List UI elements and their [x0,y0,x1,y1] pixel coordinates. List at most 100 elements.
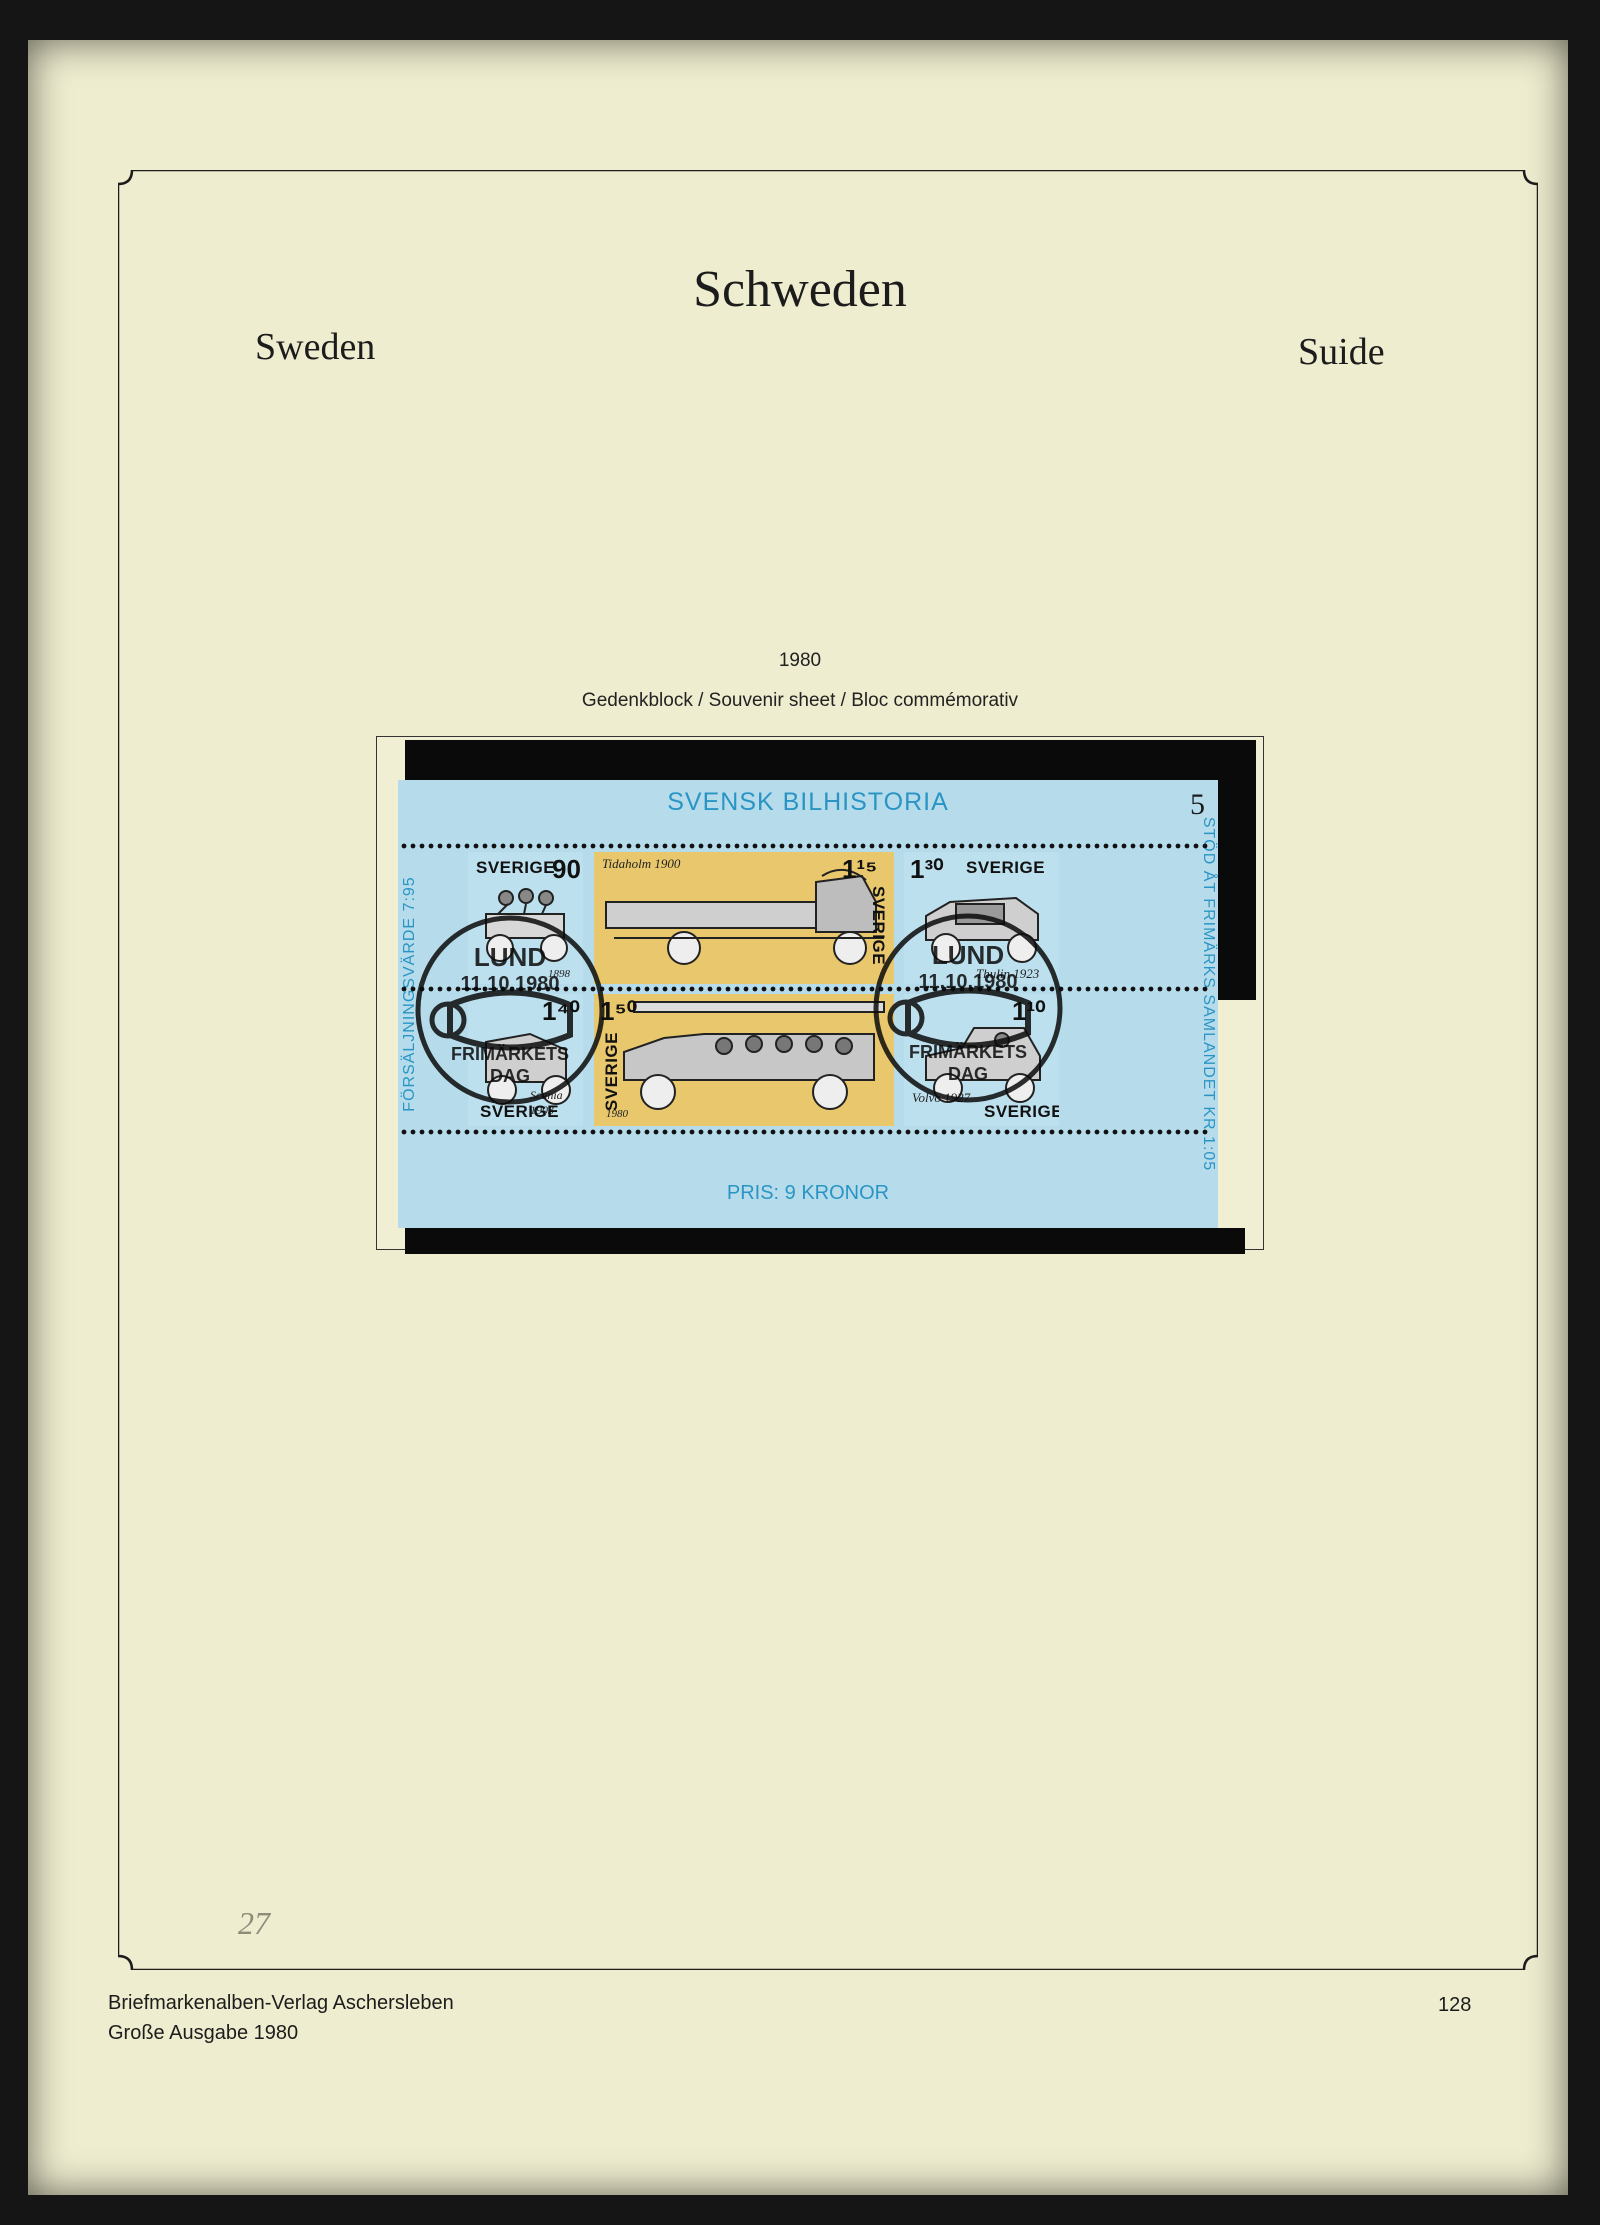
postmark-line1: FRIMÄRKETS [451,1044,569,1064]
perforation-dot [554,843,560,849]
perforation-dot [572,843,578,849]
perforation-dot [653,986,659,992]
perforation-dot [887,843,893,849]
perforation-dot [1121,843,1127,849]
perforation-dot [797,843,803,849]
perforation-dot [1076,843,1082,849]
perforation-dot [1049,986,1055,992]
perforation-dot [1157,1129,1163,1135]
perforation-dot [986,1129,992,1135]
footer-publisher: Briefmarkenalben-Verlag Aschersleben [108,1992,454,2014]
perforation-dot [1112,843,1118,849]
perforation-dot [1067,843,1073,849]
perforation-dot [932,986,938,992]
perforation-dot [743,986,749,992]
perforation-dot [860,1129,866,1135]
stamp-value: 1¹⁵ [842,854,878,884]
perforation-dot [644,843,650,849]
perforation-dot [1085,843,1091,849]
perforation-dot [1184,843,1190,849]
footer-edition: Große Ausgabe 1980 [108,2022,299,2044]
perforation-dot [626,1129,632,1135]
perforation-dot [1013,843,1019,849]
perforation-dot [986,843,992,849]
perforation-dot [1157,986,1163,992]
perforation-dot [1067,1129,1073,1135]
perforation-dot [689,986,695,992]
perforation-dot [608,1129,614,1135]
perforation-dot [815,1129,821,1135]
perforation-dot [446,1129,452,1135]
stamp-150[interactable]: 1⁵⁰ SVERIGE 1980 [594,994,894,1126]
perforation-dot [860,843,866,849]
perforation-dot [581,843,587,849]
perforation-dot [617,1129,623,1135]
stamp-value: 1⁵⁰ [600,996,638,1026]
perforation-dot [1094,843,1100,849]
perforation-dot [1094,1129,1100,1135]
perforation-dot [842,986,848,992]
perforation-dot [662,1129,668,1135]
perforation-dot [824,1129,830,1135]
perforation-dot [1031,1129,1037,1135]
stamp-130[interactable]: 1³⁰ SVERIGE Thulin 1923 [904,852,1059,984]
perforation-dot [653,843,659,849]
perforation-dot [1085,986,1091,992]
perforation-dot [689,1129,695,1135]
page-border-frame [118,170,1538,1970]
perforation-dot [977,1129,983,1135]
perforation-dot [968,843,974,849]
perforation-dot [1121,986,1127,992]
perforation-dot [437,1129,443,1135]
perforation-dot [1166,986,1172,992]
perforation-dot [833,843,839,849]
mount-backing-top [405,740,1245,784]
perforation-dot [1175,1129,1181,1135]
perforation-dot [428,986,434,992]
perforation-dot [572,986,578,992]
perforation-dot [698,986,704,992]
pencil-note: 27 [238,1905,270,1941]
perforation-dot [941,1129,947,1135]
perforation-dot [815,843,821,849]
perforation-dot [455,1129,461,1135]
perforation-dot [725,843,731,849]
perforation-dot [1103,1129,1109,1135]
postmark-city: LUND [474,942,546,972]
subtitle-french: Suide [1298,331,1385,373]
perforation-dot [608,843,614,849]
perforation-dot [500,843,506,849]
sheet-title: SVENSK BILHISTORIA [667,788,949,816]
perforation-dot [770,843,776,849]
stamp-140[interactable]: 1⁴⁰ Scania 1903 SVERIGE [468,994,583,1126]
perforation-dot [770,986,776,992]
perforation-dot [833,1129,839,1135]
issue-year: 1980 [778,650,822,671]
stamp-115[interactable]: Tidaholm 1900 1¹⁵ SVERIGE [594,852,894,984]
perforation-dot [464,986,470,992]
perforation-dot [1040,843,1046,849]
perforation-dot [590,986,596,992]
perforation-dot [761,986,767,992]
perforation-dot [1022,1129,1028,1135]
perforation-dot [401,843,407,849]
perforation-dot [1166,843,1172,849]
perforation-dot [545,1129,551,1135]
perforation-dot [680,986,686,992]
perforation-dot [716,843,722,849]
perforation-dot [842,843,848,849]
perforation-dot [905,843,911,849]
perforation-dot [1175,986,1181,992]
perforation-dot [887,986,893,992]
perforation-dot [455,986,461,992]
souvenir-sheet[interactable]: SVENSK BILHISTORIA 5 FÖRSÄLJNINGSVÄRDE 7… [398,780,1218,1228]
perforation-dot [878,843,884,849]
perforation-dot [608,986,614,992]
stamp-country: SVERIGE [966,858,1046,877]
vintage-car-1898-icon [485,888,568,962]
perforation-dot [464,843,470,849]
perforation-dot [563,843,569,849]
perforation-dot [1004,1129,1010,1135]
perforation-dot [959,843,965,849]
perforation-dot [554,986,560,992]
